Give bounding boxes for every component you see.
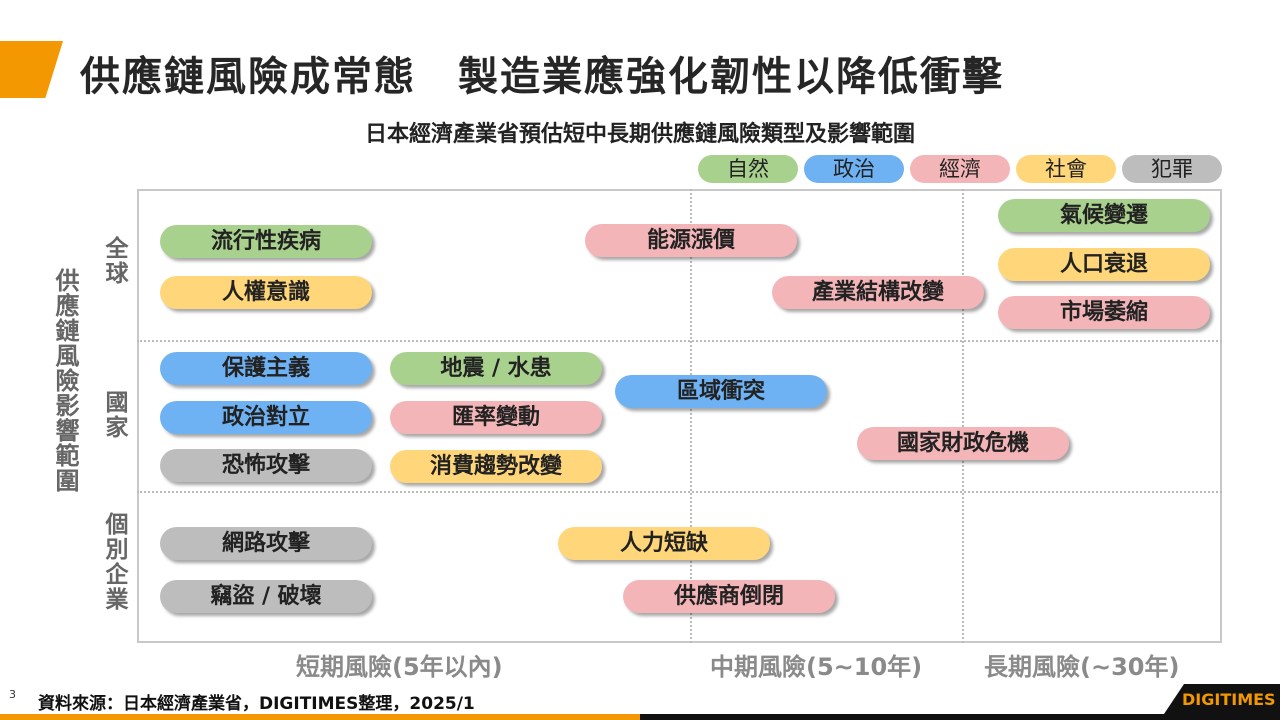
legend-economy: 經濟 — [910, 155, 1010, 183]
footer-bar-orange — [0, 714, 640, 720]
y-level-global: 全球 — [101, 236, 127, 286]
risk-pill: 產業結構改變 — [772, 276, 984, 309]
risk-pill: 流行性疾病 — [160, 225, 372, 258]
column-divider — [962, 189, 964, 643]
legend-crime: 犯罪 — [1122, 155, 1222, 183]
y-level-country: 國家 — [101, 390, 127, 440]
slide-title: 供應鏈風險成常態 製造業應強化韌性以降低衝擊 — [80, 54, 1004, 100]
row-divider — [137, 491, 1222, 493]
risk-pill: 恐怖攻擊 — [160, 449, 372, 482]
risk-pill: 人力短缺 — [558, 527, 770, 560]
risk-pill: 匯率變動 — [390, 401, 602, 434]
y-axis-title: 供應鏈風險影響範圍 — [51, 268, 79, 493]
x-label-short: 短期風險(5年以內) — [296, 653, 503, 681]
risk-pill: 消費趨勢改變 — [390, 450, 602, 483]
risk-pill: 保護主義 — [160, 352, 372, 385]
legend-nature: 自然 — [698, 155, 798, 183]
risk-pill: 區域衝突 — [615, 375, 827, 408]
x-label-long: 長期風險(~30年) — [984, 653, 1180, 681]
source-note: 資料來源：日本經濟產業省，DIGITIMES整理，2025/1 — [38, 694, 475, 714]
page-number: 3 — [9, 688, 16, 701]
risk-pill: 能源漲價 — [585, 224, 797, 257]
footer-bar-black — [640, 714, 1280, 720]
risk-pill: 竊盜 / 破壞 — [160, 580, 372, 613]
column-divider — [690, 189, 692, 643]
risk-pill: 政治對立 — [160, 401, 372, 434]
legend-society: 社會 — [1016, 155, 1116, 183]
logo-background — [1160, 684, 1280, 720]
risk-pill: 供應商倒閉 — [623, 580, 835, 613]
title-accent-bar — [0, 41, 63, 98]
risk-pill: 人權意識 — [160, 276, 372, 309]
x-label-mid: 中期風險(5~10年) — [710, 653, 923, 681]
risk-pill: 人口衰退 — [998, 248, 1210, 281]
risk-pill: 國家財政危機 — [857, 427, 1069, 460]
risk-pill: 網路攻擊 — [160, 527, 372, 560]
risk-pill: 地震 / 水患 — [390, 352, 602, 385]
row-divider — [137, 340, 1222, 342]
chart-subtitle: 日本經濟產業省預估短中長期供應鏈風險類型及影響範圍 — [364, 122, 915, 147]
risk-pill: 氣候變遷 — [998, 199, 1210, 232]
y-level-company: 個別企業 — [101, 512, 127, 612]
risk-pill: 市場萎縮 — [998, 296, 1210, 329]
matrix-frame — [137, 189, 1222, 643]
digitimes-logo: DIGITIMES — [1182, 690, 1276, 709]
legend-politics: 政治 — [804, 155, 904, 183]
